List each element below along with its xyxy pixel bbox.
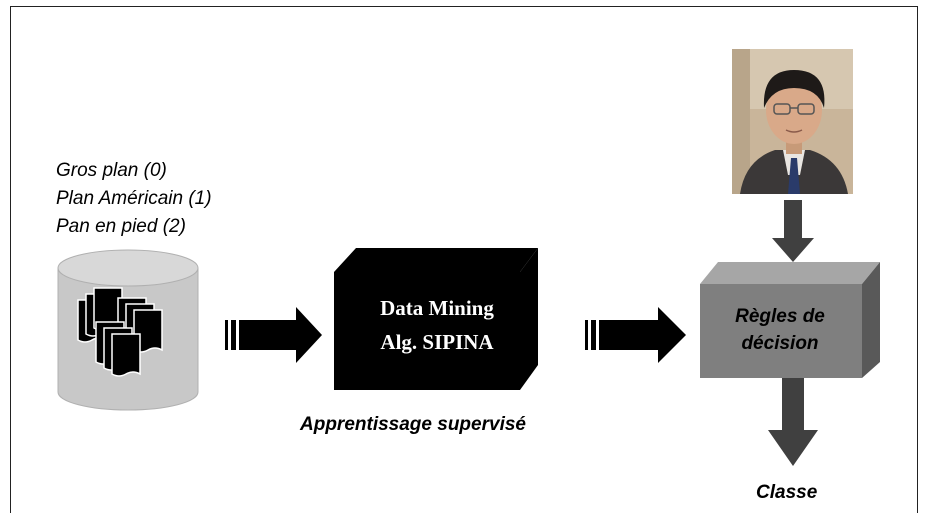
diagram-frame	[10, 6, 918, 513]
data-mining-title: Data Mining	[380, 296, 494, 320]
data-mining-box	[334, 248, 538, 390]
data-mining-algorithm: Alg. SIPINA	[380, 330, 494, 354]
supervised-learning-caption: Apprentissage supervisé	[300, 414, 526, 435]
category-label-3: Pan en pied (2)	[56, 216, 186, 237]
arrow-to-class	[768, 378, 818, 466]
rules-box-text: Règles de décision	[700, 303, 860, 357]
arrow-to-rules	[585, 307, 686, 363]
category-label-1: Gros plan (0)	[56, 160, 167, 181]
arrow-from-expert	[772, 200, 814, 262]
rules-box	[700, 262, 880, 378]
category-label-2: Plan Américain (1)	[56, 188, 212, 209]
person-photo	[732, 49, 853, 194]
class-caption: Classe	[756, 482, 818, 503]
rules-box-line-1: Règles de	[735, 306, 825, 327]
rules-box-line-2: décision	[741, 333, 819, 354]
documents-icon	[77, 287, 163, 377]
arrow-to-data-mining	[225, 307, 322, 363]
data-mining-box-text: Data Mining Alg. SIPINA	[352, 291, 522, 359]
